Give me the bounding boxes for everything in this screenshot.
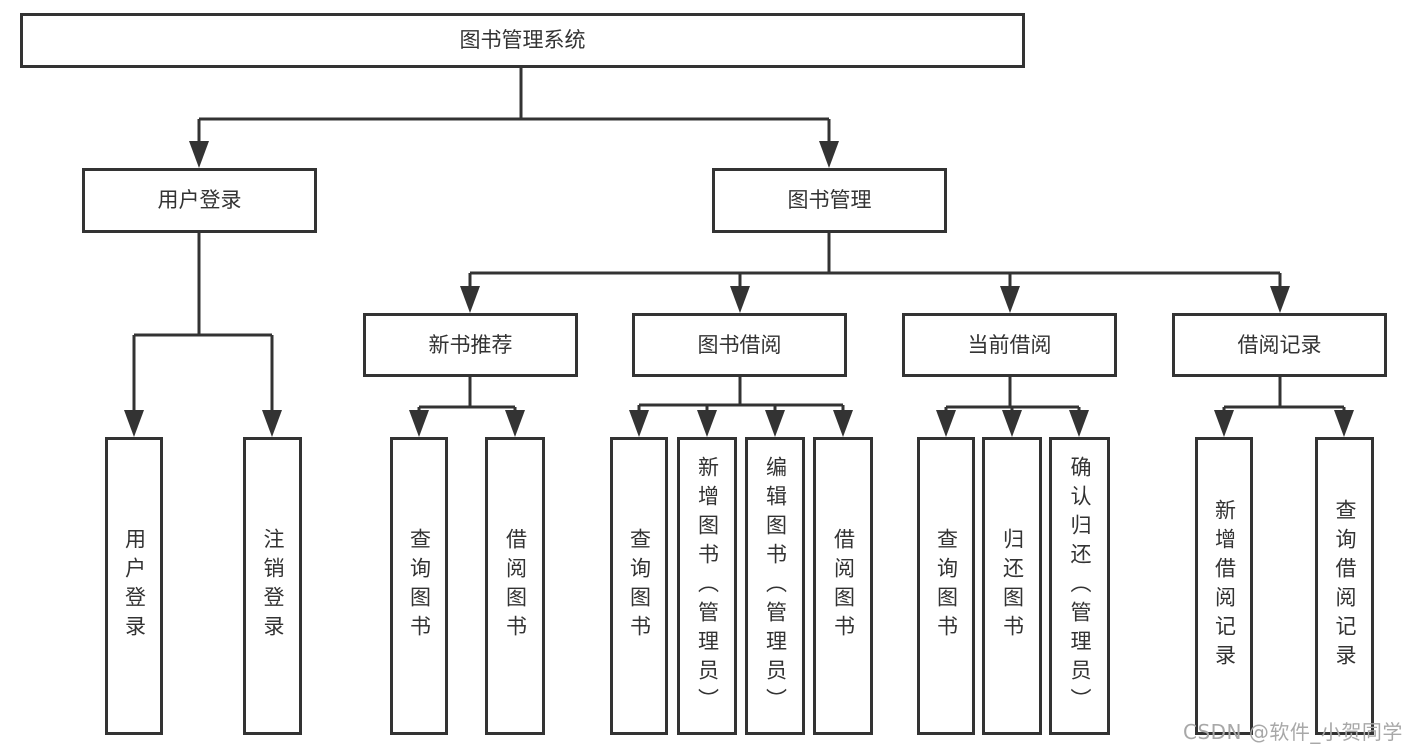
node-leaf-logout: 注销登录 [243,437,302,735]
arrow-down-icon [833,410,853,437]
node-label: 借阅图书 [503,528,528,644]
node-label: 查询图书 [627,528,652,644]
arrow-down-icon [765,410,785,437]
node-label: 图书借阅 [697,332,782,357]
arrow-down-icon [1334,410,1354,437]
arrow-down-icon [409,410,429,437]
node-label: 查询图书 [407,528,432,644]
arrow-down-icon [124,410,144,437]
node-label: 用户登录 [122,528,147,644]
arrow-down-icon [189,141,209,168]
node-leaf-query-books-2: 查询图书 [610,437,668,735]
arrow-down-icon [505,410,525,437]
node-user-login: 用户登录 [82,168,317,233]
arrow-down-icon [460,286,480,313]
arrow-down-icon [1002,410,1022,437]
node-label: 归还图书 [1000,528,1025,644]
node-book-borrowing: 图书借阅 [632,313,847,377]
node-label: 查询图书 [934,528,959,644]
node-leaf-borrow-books-2: 借阅图书 [813,437,873,735]
node-label: 图书管理系统 [459,28,586,52]
arrow-down-icon [1214,410,1234,437]
node-borrowing-records: 借阅记录 [1172,313,1387,377]
node-label: 确认归还（管理员） [1068,455,1092,717]
node-label: 新增图书（管理员） [695,455,720,717]
node-leaf-confirm-return-admin: 确认归还（管理员） [1049,437,1110,735]
node-leaf-borrow-books-1: 借阅图书 [485,437,545,735]
node-label: 新增借阅记录 [1212,499,1237,673]
node-leaf-add-books-admin: 新增图书（管理员） [677,437,737,735]
node-book-management: 图书管理 [712,168,947,233]
arrow-down-icon [629,410,649,437]
node-label: 借阅图书 [831,528,856,644]
node-label: 用户登录 [157,188,242,212]
node-library-management-system: 图书管理系统 [20,13,1025,68]
node-label: 当前借阅 [967,332,1052,357]
node-label: 图书管理 [787,188,872,212]
arrow-down-icon [819,141,839,168]
node-label: 编辑图书（管理员） [763,455,788,717]
arrow-down-icon [1069,410,1089,437]
node-leaf-query-books-1: 查询图书 [390,437,448,735]
node-current-borrowing: 当前借阅 [902,313,1117,377]
node-leaf-query-borrow-record: 查询借阅记录 [1315,437,1374,735]
node-label: 查询借阅记录 [1333,499,1357,673]
arrow-down-icon [262,410,282,437]
node-label: 新书推荐 [428,332,513,357]
arrow-down-icon [697,410,717,437]
arrow-down-icon [730,286,750,313]
node-new-book-recommendation: 新书推荐 [363,313,578,377]
csdn-watermark: CSDN @软件_小贺同学 [1183,720,1403,744]
node-leaf-add-borrow-record: 新增借阅记录 [1195,437,1253,735]
node-label: 注销登录 [261,528,285,644]
node-leaf-edit-books-admin: 编辑图书（管理员） [745,437,805,735]
node-leaf-user-login: 用户登录 [105,437,163,735]
arrow-down-icon [1270,286,1290,313]
arrow-down-icon [936,410,956,437]
node-leaf-query-books-3: 查询图书 [917,437,975,735]
arrow-down-icon [1000,286,1020,313]
node-leaf-return-books: 归还图书 [982,437,1042,735]
node-label: 借阅记录 [1237,332,1322,357]
